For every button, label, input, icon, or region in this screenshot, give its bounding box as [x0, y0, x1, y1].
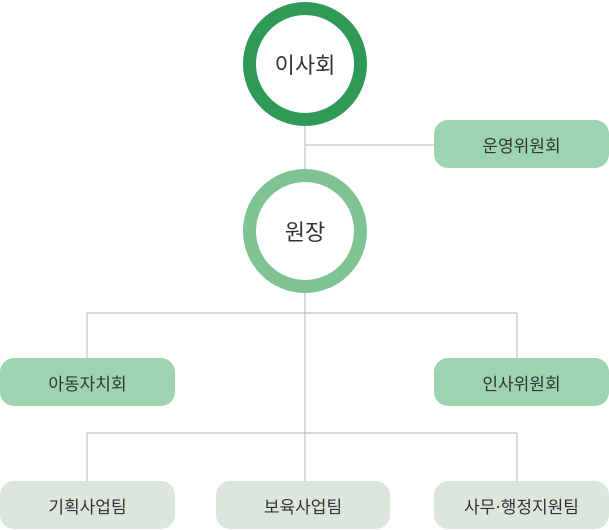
children-council-node: 아동자치회 [0, 358, 175, 406]
board-label: 이사회 [274, 54, 336, 79]
admin-support-team-node: 사무·행정지원팀 [434, 481, 609, 529]
board-node: 이사회 [243, 2, 367, 126]
childcare-team-node: 보육사업팀 [216, 481, 390, 529]
director-node: 원장 [243, 169, 367, 293]
childcare-team-label: 보육사업팀 [263, 497, 343, 518]
personnel-committee-node: 인사위원회 [434, 358, 609, 406]
director-label: 원장 [284, 221, 326, 246]
planning-team-label: 기획사업팀 [48, 497, 127, 518]
planning-team-node: 기획사업팀 [0, 481, 175, 529]
children-council-label: 아동자치회 [48, 374, 127, 395]
personnel-committee-label: 인사위원회 [482, 374, 561, 395]
admin-support-team-label: 사무·행정지원팀 [464, 497, 579, 518]
operating-committee-node: 운영위원회 [434, 120, 609, 168]
operating-committee-label: 운영위원회 [482, 136, 561, 157]
